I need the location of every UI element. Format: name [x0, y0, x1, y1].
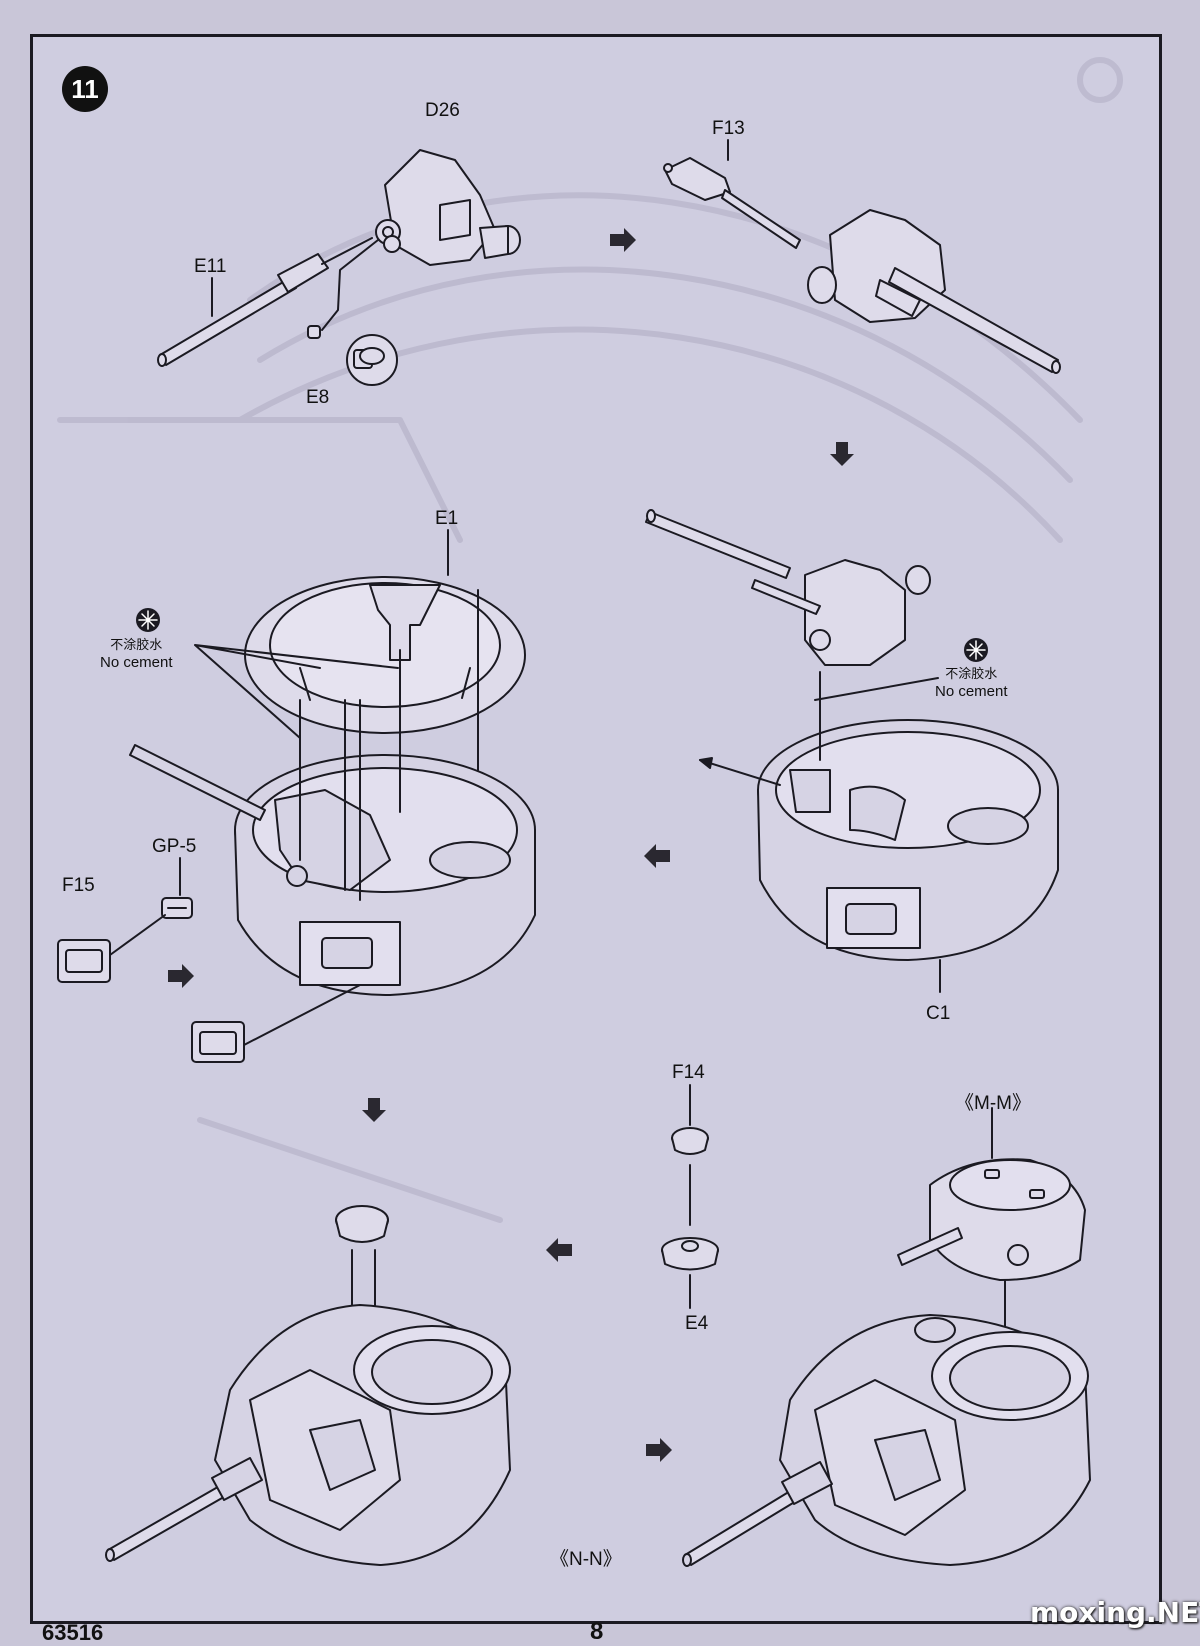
- no-cement-left-leaders: [194, 644, 399, 739]
- step-arrow-down-1: [830, 442, 854, 466]
- step-arrow-diag: [168, 964, 194, 988]
- part-f15: [57, 939, 111, 983]
- part-label-d26: D26: [425, 100, 460, 121]
- turret-c1: [757, 719, 1059, 961]
- watermark-text: moxing.NET: [1030, 1596, 1200, 1629]
- gun-mantlet-d26-assembly: [375, 149, 521, 266]
- step-arrow-right-2: [646, 1438, 672, 1462]
- part-label-f13: F13: [712, 118, 745, 139]
- step-arrow-right-1: [610, 228, 636, 252]
- part-gp5: [161, 897, 193, 919]
- turret-c1-hole-arrow: [699, 759, 781, 786]
- machine-gun-f13: [663, 157, 801, 249]
- page-number: 8: [590, 1618, 604, 1645]
- part-label-gp5: GP-5: [152, 836, 197, 857]
- no-cement-note-left: 不涂胶水 No cement: [100, 637, 173, 671]
- e8-detail-callout: [346, 334, 398, 386]
- part-label-f14: F14: [672, 1062, 705, 1083]
- part-f14: [671, 1127, 709, 1155]
- part-label-c1: C1: [926, 1003, 951, 1024]
- step-arrow-down-2: [362, 1098, 386, 1122]
- part-label-e4: E4: [685, 1313, 709, 1334]
- f15-to-turret-line: [243, 984, 361, 1046]
- view-label-n-n: 《N-N》: [550, 1549, 622, 1570]
- mantlet-with-mg-assembly: [807, 209, 1061, 374]
- no-cement-note-right-en: No cement: [935, 683, 1008, 700]
- part-label-f15: F15: [62, 875, 95, 896]
- turret-assembled-view: [682, 1314, 1091, 1567]
- step-number-badge: 11: [62, 66, 108, 112]
- part-f15-second: [191, 1021, 245, 1063]
- gp5-to-f15-line: [109, 914, 166, 956]
- e8-assembly-line: [321, 239, 379, 331]
- part-label-e1: E1: [435, 508, 459, 529]
- no-cement-note-left-cn: 不涂胶水: [110, 638, 163, 653]
- barrel-e11: [157, 253, 329, 367]
- step-arrow-left-2: [546, 1238, 572, 1262]
- cupola-ring-part: [335, 1205, 389, 1243]
- e1-assembly-lines: [299, 529, 479, 901]
- product-code: 63516: [42, 1620, 104, 1645]
- no-cement-note-right-cn: 不涂胶水: [945, 667, 998, 682]
- turret-with-mantlet: [129, 744, 536, 996]
- no-cement-note-left-en: No cement: [100, 654, 173, 671]
- no-cement-right-leader: [814, 677, 939, 701]
- part-e4: [661, 1237, 719, 1271]
- view-label-m-m: 《M-M》: [955, 1093, 1031, 1114]
- step-arrow-left-1: [644, 844, 670, 868]
- mantlet-exploded-above-turret: [645, 509, 931, 666]
- e11-assembly-arrow: [321, 237, 373, 265]
- part-e8: [307, 325, 321, 339]
- turret-n-n-view: [105, 1304, 511, 1566]
- turret-c1-hole-arrowhead: [699, 757, 713, 769]
- no-cement-left-icon: [136, 608, 160, 632]
- no-cement-right-icon: [964, 638, 988, 662]
- turret-top-m-m-view: [897, 1158, 1086, 1281]
- part-label-e11: E11: [194, 256, 227, 277]
- part-label-e8: E8: [306, 387, 330, 408]
- no-cement-note-right: 不涂胶水 No cement: [935, 666, 1008, 700]
